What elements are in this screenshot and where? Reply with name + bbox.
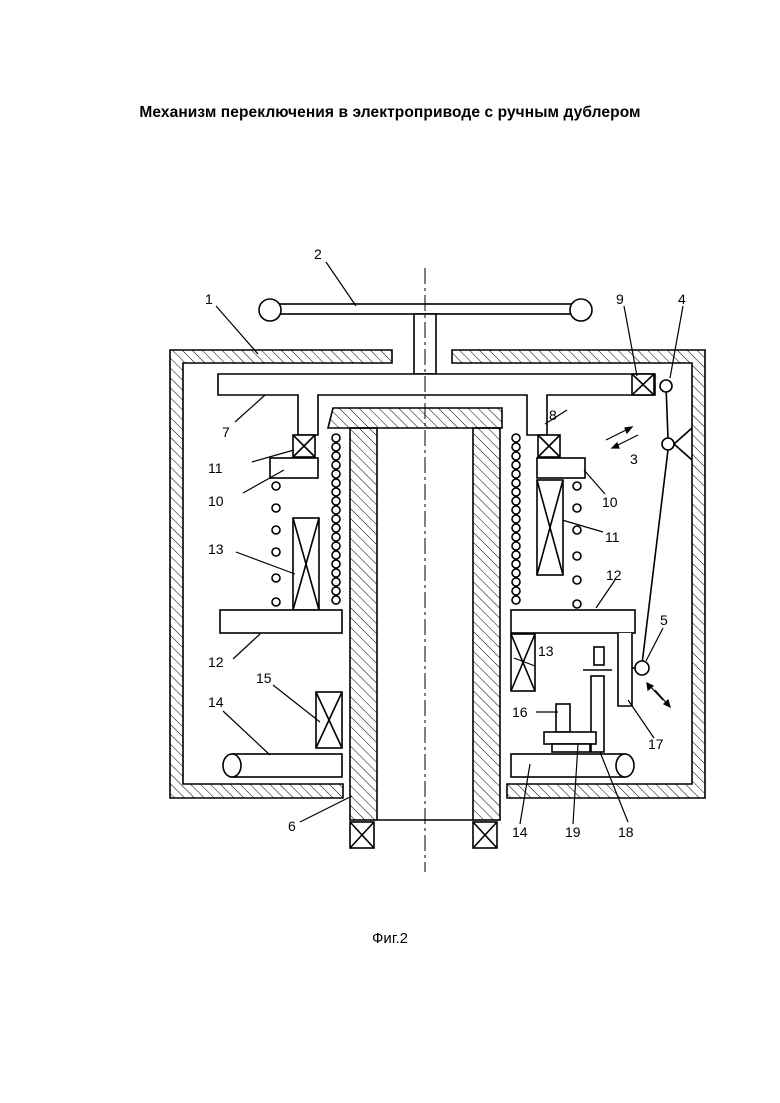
label-7: 7: [222, 424, 230, 440]
label-11-right: 11: [605, 529, 620, 545]
label-10-left: 10: [208, 493, 224, 509]
motion-arrows-lower: [646, 681, 671, 709]
handwheel: [258, 298, 593, 375]
plate-12-left: [219, 609, 343, 634]
label-15: 15: [256, 670, 272, 686]
leader-lines: [215, 261, 684, 825]
label-14-left: 14: [208, 694, 224, 710]
label-18: 18: [618, 824, 634, 840]
housing: [169, 349, 706, 799]
roller-14-left: [222, 753, 343, 778]
label-12-left: 12: [208, 654, 224, 670]
coil-11-right: [536, 479, 564, 576]
coil-13-right: [510, 633, 536, 692]
shaft-bearing-left: [349, 821, 375, 849]
label-2: 2: [314, 246, 322, 262]
label-12-right: 12: [606, 567, 622, 583]
label-13-right: 13: [538, 643, 554, 659]
label-6: 6: [288, 818, 296, 834]
label-1: 1: [205, 291, 213, 307]
label-3: 3: [630, 451, 638, 467]
bracket-17: [617, 633, 633, 707]
crossbar: [217, 373, 656, 436]
label-10-right: 10: [602, 494, 618, 510]
label-11-left: 11: [208, 460, 223, 476]
base-19: [543, 731, 597, 745]
coil-chain-right: [511, 433, 521, 605]
label-8: 8: [549, 407, 557, 423]
bearing-11-left: [292, 434, 316, 458]
base-19-lower: [551, 743, 591, 753]
coil-13-left: [292, 517, 320, 611]
small-pin: [593, 646, 605, 666]
bearing-9: [631, 373, 655, 396]
central-shaft: [326, 407, 503, 821]
label-14-right: 14: [512, 824, 528, 840]
block-16: [555, 703, 571, 733]
roller-14-right: [510, 753, 635, 778]
label-17: 17: [648, 736, 664, 752]
motion-arrows-upper: [605, 426, 639, 449]
coil-chain-left: [331, 433, 341, 605]
label-9: 9: [616, 291, 624, 307]
label-5: 5: [660, 612, 668, 628]
lever-3: [632, 379, 693, 676]
label-13-left: 13: [208, 541, 224, 557]
label-4: 4: [678, 291, 686, 307]
disc-10-left: [269, 457, 319, 479]
spring-left: [271, 481, 281, 607]
drawing-title: Механизм переключения в электроприводе с…: [139, 104, 641, 121]
label-19: 19: [565, 824, 581, 840]
coil-15: [315, 691, 343, 749]
part-labels: 1 2 3 4 5 6 7 8 9 10 10 11 11 12 12 13 1…: [205, 246, 686, 840]
disc-10-right: [536, 457, 586, 479]
bearing-8: [537, 434, 561, 458]
spring-right: [572, 481, 582, 609]
figure-caption: Фиг.2: [372, 930, 408, 947]
plate-12-right: [510, 609, 636, 634]
label-16: 16: [512, 704, 528, 720]
shaft-bearing-right: [472, 821, 498, 849]
